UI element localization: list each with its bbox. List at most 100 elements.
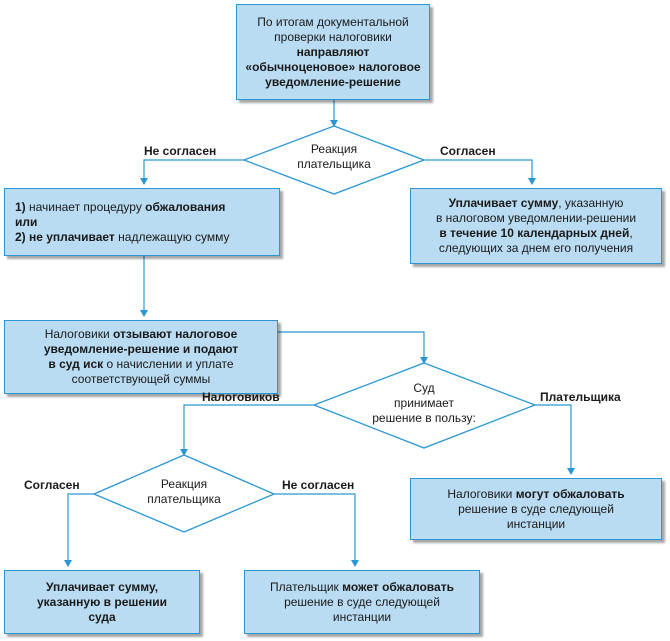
text-run: о начислении и уплате xyxy=(103,357,234,371)
text-run: Уплачивает сумму, xyxy=(45,579,159,594)
decision-line: Реакция xyxy=(310,142,358,156)
arrow-reaction1-to-appeal xyxy=(140,159,244,185)
box-line: решение в суде следующей xyxy=(411,502,661,517)
arrow-reaction2-to-payer-appeal xyxy=(274,493,359,567)
text-run: , xyxy=(629,226,633,240)
box-line: в суд иск о начислении и уплате xyxy=(5,357,277,372)
decision-line: решение в пользу: xyxy=(372,411,476,425)
text-run: в суд иск xyxy=(48,357,104,371)
text-run: уведомление-решение xyxy=(265,74,401,89)
text-run: Плательщик xyxy=(270,579,343,594)
text-run: инстанции xyxy=(332,609,392,624)
edge-label-agree1: Согласен xyxy=(440,144,496,158)
box-line: Налоговики отзывают налоговое xyxy=(5,327,277,342)
decision-line: Реакция xyxy=(160,477,208,491)
decision-court-diamond xyxy=(312,362,537,449)
text-run: указанную в решении xyxy=(36,594,168,609)
edge-label-payer: Плательщика xyxy=(540,390,621,404)
edge-label-agree2: Согласен xyxy=(24,478,80,492)
text-run: По итогам документальной xyxy=(257,14,409,29)
box-line: Уплачивает сумму, xyxy=(5,580,199,595)
box-line: проверки налоговики xyxy=(237,30,429,45)
box-line: 1) начинает процедуру обжалования xyxy=(15,200,279,215)
box-line: соответствующей суммы xyxy=(5,372,277,387)
text-run: проверки налоговики xyxy=(274,29,392,44)
text-run: инстанции xyxy=(506,516,566,531)
decision-reaction2-text: Реакция плательщика xyxy=(114,477,254,507)
decision-reaction2-diamond xyxy=(92,454,276,533)
box-line: в течение 10 календарных дней, xyxy=(411,226,661,241)
decision-reaction1-text: Реакция плательщика xyxy=(264,142,404,172)
box-line: следующих за днем его получения xyxy=(411,241,661,256)
box-line: или xyxy=(15,215,279,230)
edge-label-disagree2: Не согласен xyxy=(282,478,355,492)
arrow-withdraw-to-court xyxy=(278,331,428,364)
text-run: надлежащую сумму xyxy=(114,229,230,244)
decision-line: принимает xyxy=(394,396,454,410)
text-run: 1) xyxy=(15,199,30,214)
text-run: следующих за днем его получения xyxy=(438,241,634,255)
box-line: направляют xyxy=(237,45,429,60)
text-run: или xyxy=(15,214,38,229)
box-line: суда xyxy=(5,610,199,625)
text-run: в налоговом уведомлении-решении xyxy=(435,211,637,225)
box-line: «обычноценовое» налоговое xyxy=(237,60,429,75)
box-line: Уплачивает сумму, указанную xyxy=(411,196,661,211)
box-line: По итогам документальной xyxy=(237,15,429,30)
box-line: решение в суде следующей xyxy=(245,595,479,610)
arrow-court-to-reaction2 xyxy=(180,404,314,456)
text-run: решение в суде следующей xyxy=(284,594,440,609)
box-line: уведомление-решение и подают xyxy=(5,342,277,357)
text-run: соответствующей суммы xyxy=(71,372,211,386)
text-run: могут обжаловать xyxy=(515,486,625,501)
text-run: Налоговики xyxy=(44,327,113,341)
arrow-reaction2-to-pays-court xyxy=(64,493,94,567)
arrow-court-to-authorities-appeal xyxy=(535,404,575,475)
box-line: Налоговики могут обжаловать xyxy=(411,487,661,502)
text-run: , указанную xyxy=(558,196,624,210)
box-line: инстанции xyxy=(411,517,661,532)
box-line: инстанции xyxy=(245,610,479,625)
edge-label-disagree1: Не согласен xyxy=(144,144,217,158)
box-line: 2) не уплачивает надлежащую сумму xyxy=(15,230,279,245)
text-run: Уплачивает сумму xyxy=(448,196,559,210)
text-run: отзывают налоговое xyxy=(113,327,238,341)
text-run: суда xyxy=(88,609,116,624)
text-run: обжалования xyxy=(145,199,226,214)
text-run: 2) не уплачивает xyxy=(15,229,115,244)
box-line: указанную в решении xyxy=(5,595,199,610)
arrow-reaction1-to-pays-notice xyxy=(424,159,536,185)
edge-label-authorities: Налоговиков xyxy=(202,390,280,404)
text-run: уведомление-решение и подают xyxy=(43,342,239,356)
box-line: Плательщик может обжаловать xyxy=(245,580,479,595)
decision-line: плательщика xyxy=(297,157,371,171)
text-run: начинает процедуру xyxy=(29,199,146,214)
text-run: направляют xyxy=(296,44,370,59)
text-run: «обычноценовое» налоговое xyxy=(245,59,421,74)
decision-court-text: Суд принимает решение в пользу: xyxy=(344,381,504,426)
text-run: в течение 10 календарных дней xyxy=(439,226,630,240)
decision-line: Суд xyxy=(413,381,435,395)
decision-line: плательщика xyxy=(147,492,221,506)
text-run: решение в суде следующей xyxy=(458,501,614,516)
decision-reaction1-diamond xyxy=(242,125,426,195)
box-line: уведомление-решение xyxy=(237,75,429,90)
box-line: в налоговом уведомлении-решении xyxy=(411,211,661,226)
text-run: может обжаловать xyxy=(342,579,454,594)
